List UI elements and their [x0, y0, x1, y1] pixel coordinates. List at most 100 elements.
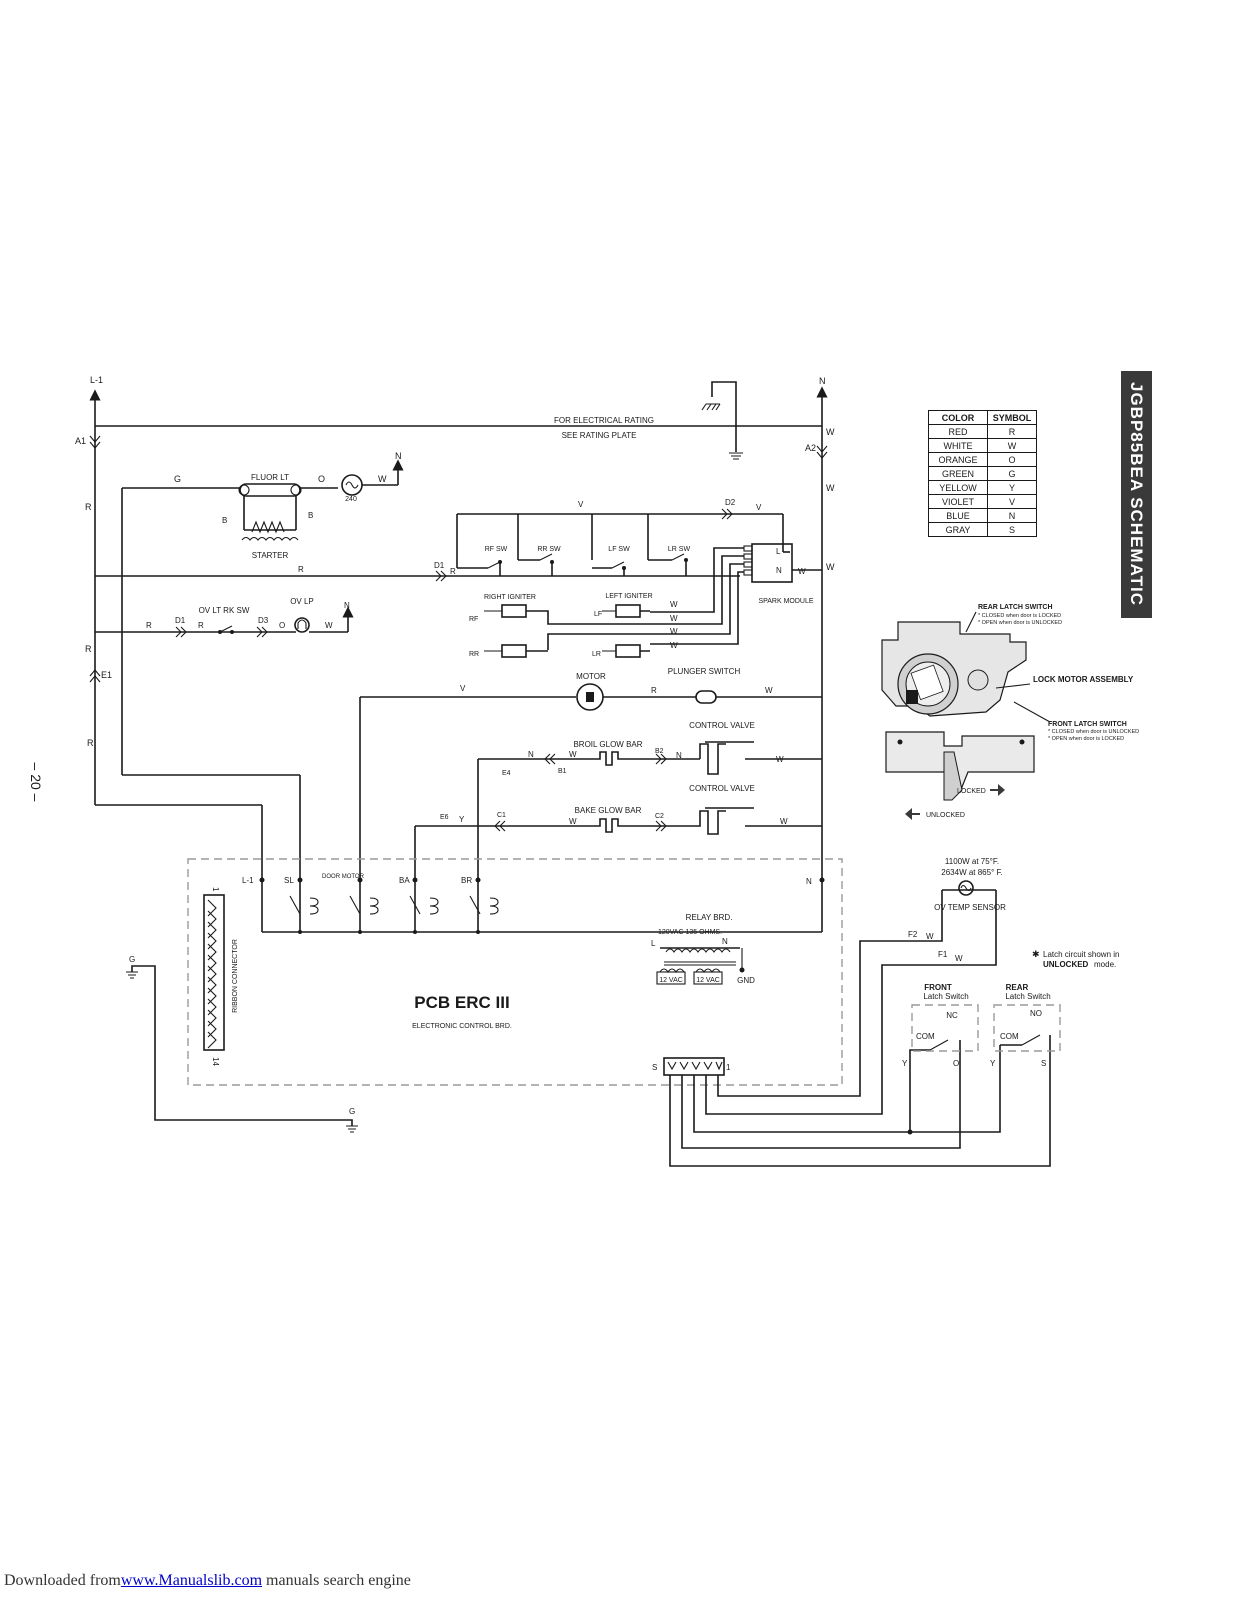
svg-text:120VAC 135 OHMS.: 120VAC 135 OHMS.	[658, 929, 722, 936]
right-front-igniter-icon	[501, 604, 527, 618]
svg-text:B1: B1	[558, 768, 567, 775]
svg-text:N: N	[806, 877, 812, 886]
plunger-switch-icon	[695, 690, 717, 704]
svg-text:D2: D2	[725, 498, 736, 507]
svg-text:BROIL GLOW BAR: BROIL GLOW BAR	[573, 740, 642, 749]
svg-text:2634W at 865° F.: 2634W at 865° F.	[941, 868, 1002, 877]
motor-circuit	[359, 683, 822, 932]
svg-text:R: R	[85, 502, 92, 512]
svg-text:FRONT: FRONT	[924, 983, 952, 992]
manualslib-link[interactable]: www.Manualslib.com	[120, 1572, 263, 1589]
rear-latch-title: REAR LATCH SWITCH	[978, 604, 1053, 611]
svg-text:OV LP: OV LP	[290, 597, 314, 606]
n-label: N	[819, 376, 826, 386]
svg-text:V: V	[756, 503, 762, 512]
svg-text:R: R	[198, 621, 204, 630]
svg-text:W: W	[780, 817, 788, 826]
svg-text:L: L	[776, 547, 781, 556]
svg-text:W: W	[670, 614, 678, 623]
l1-rail	[89, 389, 263, 932]
lock-assembly-label: LOCK MOTOR ASSEMBLY	[1033, 675, 1134, 684]
neutral-rail	[816, 386, 828, 932]
svg-text:F2: F2	[908, 930, 918, 939]
svg-text:RR SW: RR SW	[537, 546, 561, 553]
svg-text:COM: COM	[1000, 1032, 1019, 1041]
pcb-board	[187, 858, 843, 1086]
svg-text:W: W	[826, 562, 835, 572]
svg-text:LEFT IGNITER: LEFT IGNITER	[605, 593, 652, 600]
lock-motor-illustration	[881, 611, 1051, 820]
side-tab	[1121, 371, 1152, 618]
ground-symbols	[126, 965, 358, 1133]
svg-text:LR: LR	[592, 651, 601, 658]
svg-text:W: W	[325, 621, 333, 630]
svg-text:B2: B2	[655, 748, 664, 755]
svg-text:R: R	[651, 686, 657, 695]
svg-text:W: W	[569, 817, 577, 826]
svg-text:W: W	[826, 427, 835, 437]
svg-text:O: O	[953, 1059, 959, 1068]
svg-text:C1: C1	[497, 812, 506, 819]
svg-text:NO: NO	[1030, 1009, 1042, 1018]
svg-text:BR: BR	[461, 876, 472, 885]
relay-board	[656, 947, 745, 985]
svg-text:RR: RR	[469, 651, 479, 658]
svg-text:LF SW: LF SW	[608, 546, 630, 553]
svg-text:LF: LF	[594, 611, 602, 618]
e1-label: E1	[101, 670, 112, 680]
svg-text:RIBBON CONNECTOR: RIBBON CONNECTOR	[232, 939, 239, 1013]
sensor-label: OV TEMP SENSOR	[934, 903, 1006, 912]
svg-text:RELAY BRD.: RELAY BRD.	[686, 913, 733, 922]
chassis-ground-icon	[701, 381, 743, 460]
broil-glow-bar-icon	[596, 751, 700, 766]
svg-text:Y: Y	[459, 815, 465, 824]
a2-label: A2	[805, 443, 816, 453]
rear-latch-box	[993, 1004, 1061, 1052]
svg-text:C2: C2	[655, 813, 664, 820]
svg-text:V: V	[460, 684, 466, 693]
svg-text:W: W	[569, 750, 577, 759]
front-latch-box	[911, 1004, 979, 1052]
svg-text:14: 14	[211, 1057, 220, 1066]
svg-text:Latch Switch: Latch Switch	[1005, 992, 1050, 1001]
svg-text:O: O	[318, 474, 325, 484]
svg-text:* OPEN when door is LOCKED: * OPEN when door is LOCKED	[1048, 736, 1124, 742]
svg-text:G: G	[174, 474, 181, 484]
svg-text:E6: E6	[440, 814, 449, 821]
svg-text:1100W at 75°F.: 1100W at 75°F.	[945, 857, 999, 866]
svg-text:LR SW: LR SW	[668, 546, 691, 553]
svg-text:RIGHT IGNITER: RIGHT IGNITER	[484, 594, 536, 601]
svg-text:1: 1	[726, 1063, 731, 1072]
svg-text:W: W	[670, 641, 678, 650]
svg-text:B: B	[308, 511, 313, 520]
svg-text:N: N	[528, 750, 534, 759]
svg-text:COM: COM	[916, 1032, 935, 1041]
svg-text:PLUNGER SWITCH: PLUNGER SWITCH	[668, 667, 741, 676]
igniter-set	[484, 604, 650, 658]
svg-text:D1: D1	[175, 616, 186, 625]
svg-text:N: N	[676, 751, 682, 760]
svg-text:RF SW: RF SW	[485, 546, 508, 553]
locked-label: LOCKED	[957, 788, 986, 795]
svg-text:SL: SL	[284, 876, 294, 885]
latch-note: Latch circuit shown in	[1043, 950, 1119, 959]
svg-text:N: N	[722, 937, 728, 946]
svg-text:CONTROL VALVE: CONTROL VALVE	[689, 784, 755, 793]
svg-text:RF: RF	[469, 616, 478, 623]
svg-text:G: G	[349, 1107, 355, 1116]
svg-text:R: R	[298, 565, 304, 574]
svg-text:* CLOSED when door is UNLOCKED: * CLOSED when door is UNLOCKED	[1048, 729, 1139, 735]
rating-text-2: SEE RATING PLATE	[562, 431, 637, 440]
bake-glow-bar-icon	[596, 818, 694, 833]
svg-text:1: 1	[211, 887, 220, 892]
oven-light-circuit	[95, 606, 354, 638]
footer: Downloaded fromwww.Manualslib.com manual…	[4, 1572, 411, 1589]
svg-text:R: R	[85, 644, 92, 654]
svg-text:Y: Y	[990, 1059, 996, 1068]
svg-text:L-1: L-1	[242, 876, 254, 885]
